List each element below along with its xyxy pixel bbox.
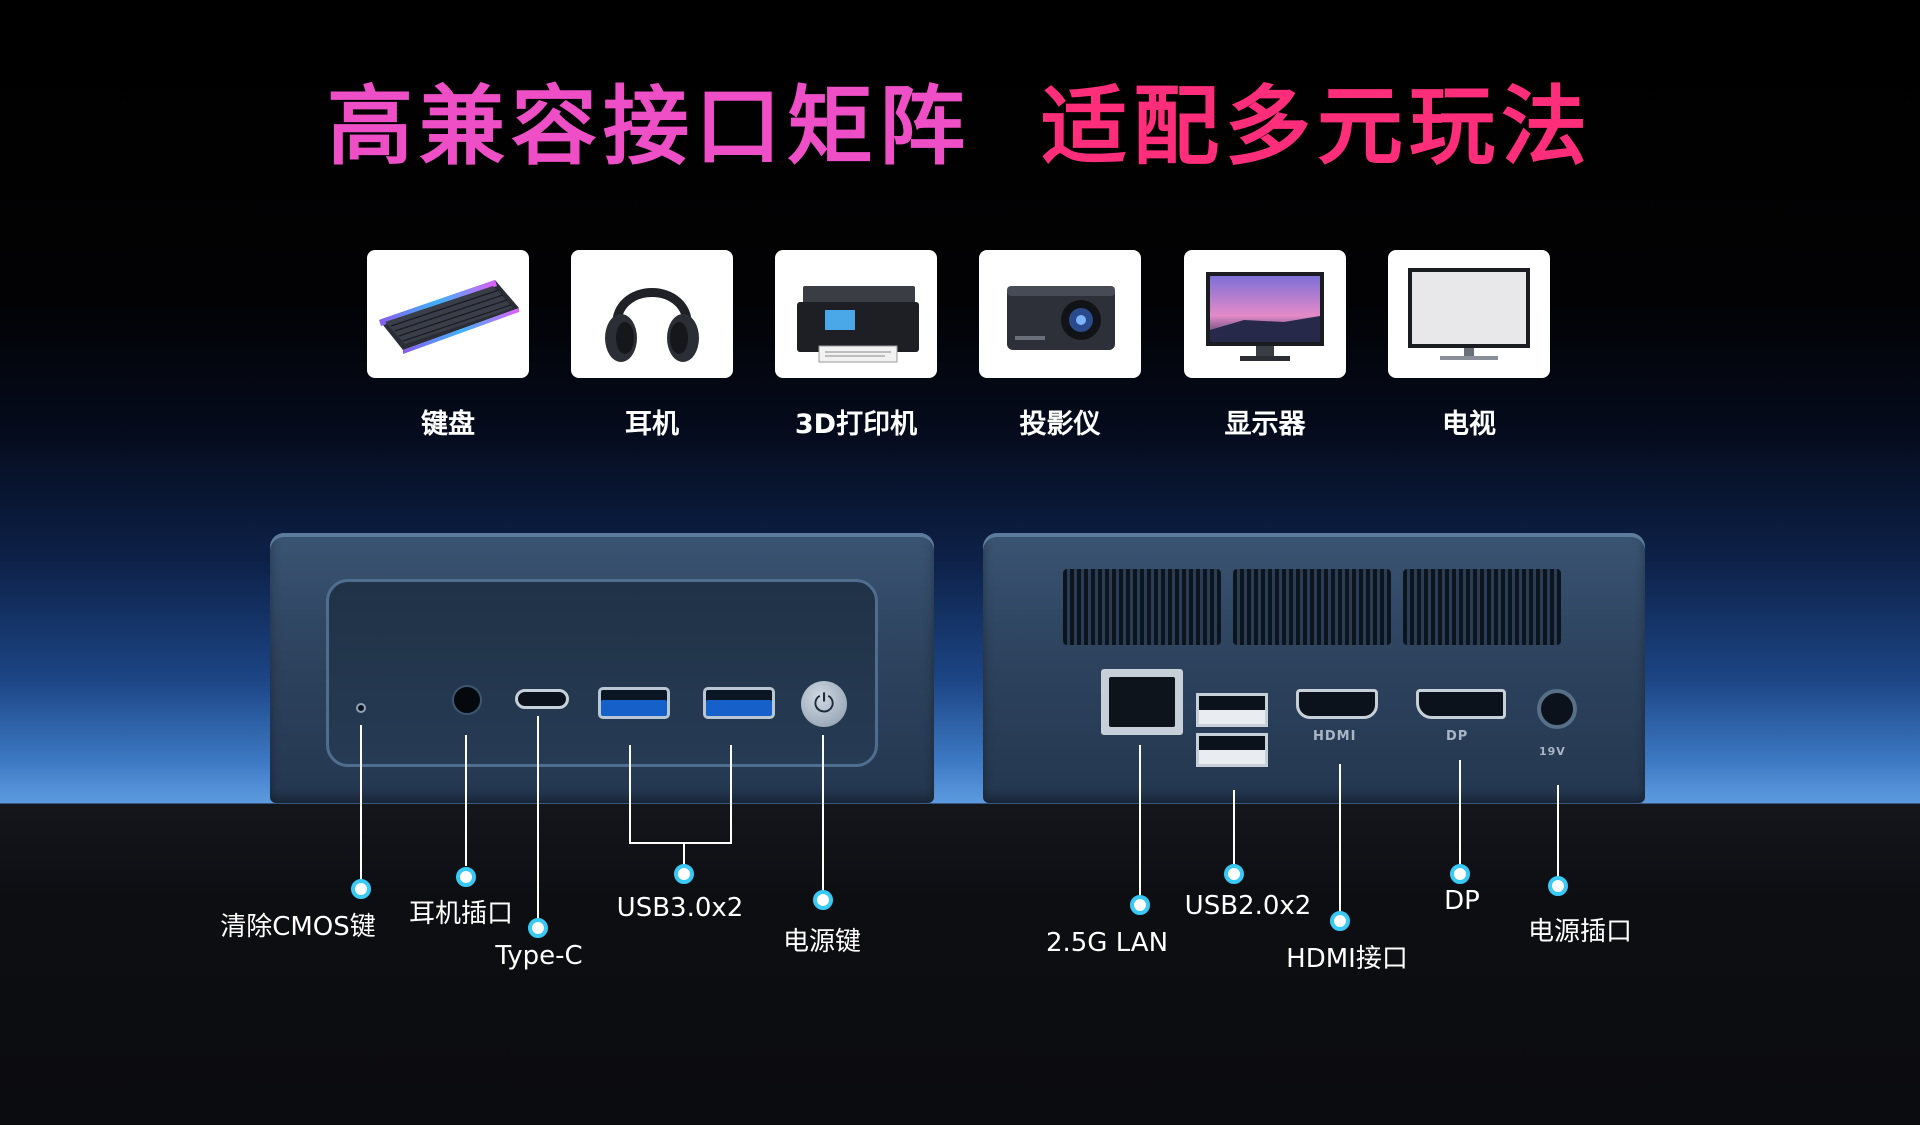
device-card-headphones (571, 250, 733, 378)
callout-dot-audio (456, 867, 476, 887)
callout-dot-typec (528, 918, 548, 938)
callout-line-usb3 (629, 745, 732, 844)
lan-port[interactable] (1101, 669, 1183, 735)
callout-dot-power (813, 890, 833, 910)
dc-jack[interactable] (1537, 689, 1577, 729)
keyboard-icon (379, 280, 519, 354)
device-label-headphones: 耳机 (625, 409, 679, 440)
device-label-projector: 投影仪 (1019, 409, 1101, 440)
headline-part2: 适配多元玩法 (1041, 77, 1593, 177)
usb2-port-2[interactable] (1196, 733, 1268, 767)
power-button[interactable]: ⏻ (801, 681, 847, 727)
callout-dot-usb3 (674, 864, 694, 884)
dp-port[interactable] (1416, 689, 1506, 719)
label-lan: 2.5G LAN (1045, 928, 1169, 958)
label-dc: 电源插口 (1527, 917, 1633, 947)
typec-port[interactable] (515, 689, 569, 709)
front-io-panel (326, 579, 878, 767)
device-card-projector (979, 250, 1141, 378)
usb2-port-1[interactable] (1196, 693, 1268, 727)
label-cmos: 清除CMOS键 (220, 912, 376, 942)
power-icon: ⏻ (813, 689, 835, 719)
callout-dot-dp (1450, 864, 1470, 884)
label-power: 电源键 (782, 927, 862, 957)
usb3-port-1[interactable] (598, 687, 670, 719)
device-label-keyboard: 键盘 (421, 409, 475, 440)
vent-left (1063, 569, 1221, 645)
label-hdmi: HDMI接口 (1286, 944, 1408, 974)
callout-dot-hdmi (1330, 911, 1350, 931)
device-label-tv: 电视 (1442, 409, 1496, 440)
monitor-icon (1206, 272, 1324, 361)
headline-part1: 高兼容接口矩阵 (327, 77, 971, 177)
label-usb3: USB3.0x2 (616, 893, 744, 923)
callout-dot-cmos (351, 879, 371, 899)
headline: 高兼容接口矩阵适配多元玩法 (0, 72, 1920, 182)
device-card-tv (1388, 250, 1550, 378)
hdmi-port[interactable] (1296, 689, 1378, 719)
vent-middle (1233, 569, 1391, 645)
label-usb2: USB2.0x2 (1184, 891, 1312, 921)
headphones-icon (605, 288, 699, 362)
callout-dot-usb2 (1224, 864, 1244, 884)
callout-dot-dc (1548, 876, 1568, 896)
dc-mark: 19V (1539, 745, 1566, 758)
dp-mark: DP (1446, 729, 1469, 744)
vent-right (1403, 569, 1561, 645)
device-label-printer: 3D打印机 (794, 409, 918, 440)
device-card-keyboard (367, 250, 529, 378)
mini-pc-rear: HDMI DP 19V (983, 533, 1645, 803)
callout-dot-lan (1130, 895, 1150, 915)
usb3-port-2[interactable] (703, 687, 775, 719)
label-dp: DP (1444, 886, 1480, 916)
device-card-printer (775, 250, 937, 378)
tv-icon (1408, 268, 1530, 360)
audio-jack[interactable] (452, 685, 482, 715)
label-audio: 耳机插口 (408, 899, 514, 929)
hdmi-mark: HDMI (1313, 729, 1357, 744)
printer-icon (797, 286, 919, 363)
projector-icon (1007, 286, 1115, 350)
label-typec: Type-C (495, 941, 583, 971)
device-label-monitor: 显示器 (1224, 409, 1306, 440)
cmos-button[interactable] (356, 703, 366, 713)
device-card-monitor (1184, 250, 1346, 378)
